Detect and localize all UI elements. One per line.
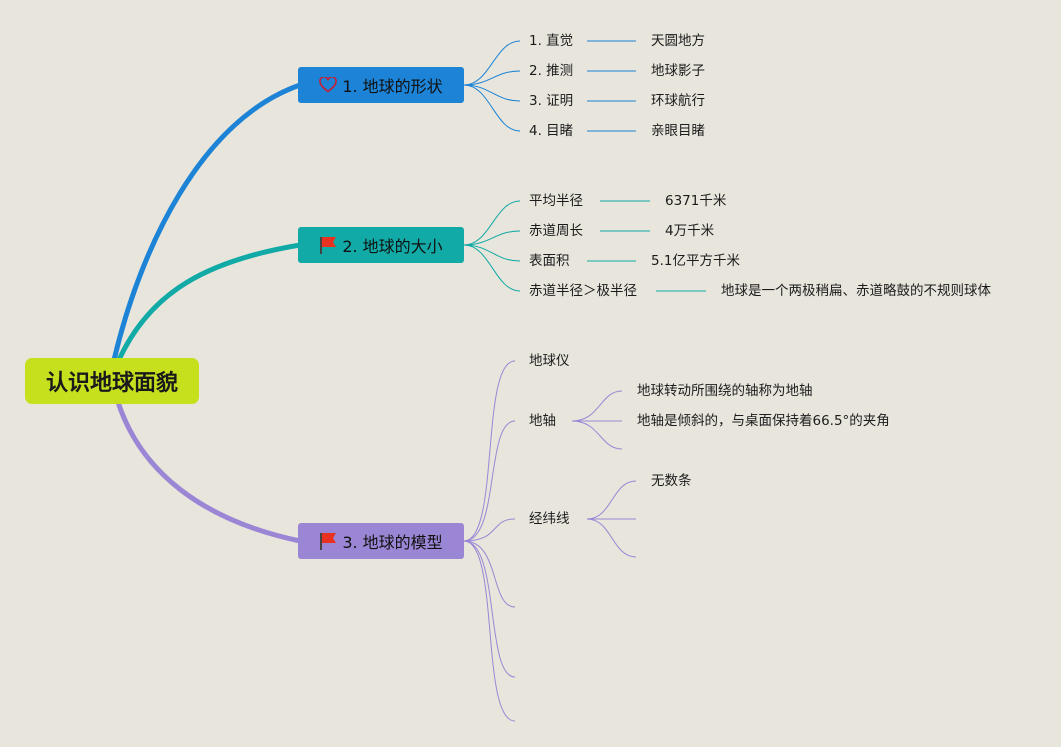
- note-speculation[interactable]: 地球影子: [651, 63, 705, 79]
- branch-shape[interactable]: 1. 地球的形状: [298, 67, 464, 103]
- branch-3-connectors: [463, 360, 637, 722]
- connector-root-branch-2: [115, 242, 303, 365]
- topic-earth-axis[interactable]: 地轴: [529, 413, 556, 429]
- topic-surface-area[interactable]: 表面积: [529, 253, 570, 269]
- branch-model-label: 3. 地球的模型: [342, 533, 443, 552]
- topic-proof[interactable]: 3. 证明: [529, 93, 574, 109]
- note-axis-tilt[interactable]: 地轴是倾斜的，与桌面保持着66.5°的夹角: [637, 413, 890, 429]
- connector-root-branch-3: [115, 399, 303, 544]
- branch-shape-label: 1. 地球的形状: [342, 77, 443, 96]
- topic-mean-radius[interactable]: 平均半径: [529, 193, 583, 209]
- note-axis-definition[interactable]: 地球转动所围绕的轴称为地轴: [637, 383, 813, 399]
- branch-size[interactable]: 2. 地球的大小: [298, 227, 464, 263]
- note-mean-radius[interactable]: 6371千米: [665, 193, 727, 209]
- branch-model[interactable]: 3. 地球的模型: [298, 523, 464, 559]
- red-flag-icon: [319, 531, 337, 551]
- topic-speculation[interactable]: 2. 推测: [529, 63, 574, 79]
- note-radius-comparison[interactable]: 地球是一个两极稍扁、赤道略鼓的不规则球体: [721, 283, 991, 299]
- connector-root-branch-1: [111, 82, 303, 363]
- topic-radius-comparison[interactable]: 赤道半径＞极半径: [529, 283, 637, 299]
- branch-1-connectors: [463, 40, 636, 132]
- topic-latitude-longitude[interactable]: 经纬线: [529, 511, 570, 527]
- topic-equator-circumference[interactable]: 赤道周长: [529, 223, 583, 239]
- branch-size-label: 2. 地球的大小: [342, 237, 443, 256]
- note-countless[interactable]: 无数条: [651, 473, 692, 489]
- red-flag-icon: [319, 235, 337, 255]
- note-intuition[interactable]: 天圆地方: [651, 33, 705, 49]
- topic-globe[interactable]: 地球仪: [529, 353, 570, 369]
- note-surface-area[interactable]: 5.1亿平方千米: [651, 253, 740, 269]
- topic-intuition[interactable]: 1. 直觉: [529, 33, 574, 49]
- heart-outline-icon: [319, 77, 338, 93]
- branch-2-connectors: [463, 200, 706, 292]
- note-witness[interactable]: 亲眼目睹: [651, 123, 705, 139]
- note-equator-circumference[interactable]: 4万千米: [665, 223, 715, 239]
- root-topic[interactable]: 认识地球面貌: [25, 358, 199, 404]
- note-proof[interactable]: 环球航行: [651, 93, 705, 109]
- topic-witness[interactable]: 4. 目睹: [529, 123, 574, 139]
